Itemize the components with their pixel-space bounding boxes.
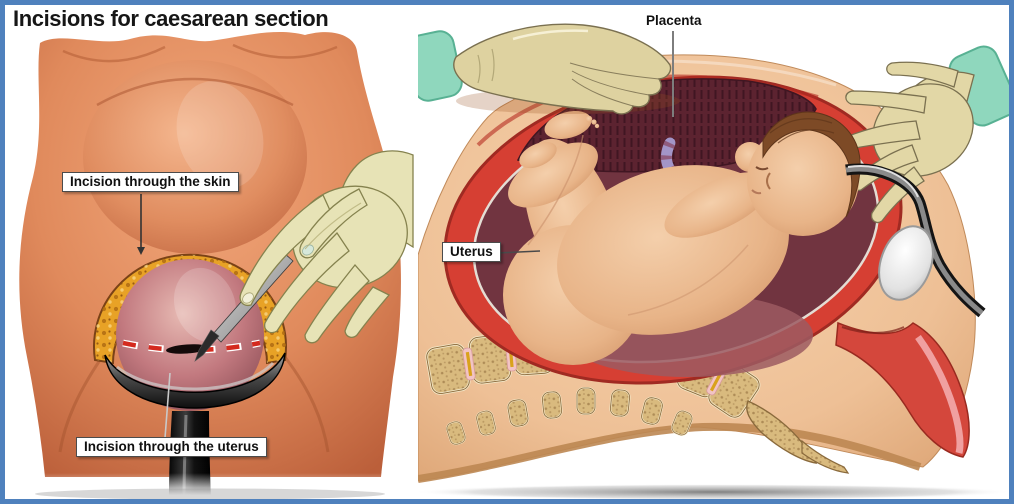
ground-shadow-left [35, 488, 385, 499]
fetus-nose [751, 189, 762, 195]
fetus-arm [664, 172, 772, 238]
label-uterus: Uterus [442, 242, 501, 262]
front-view-illustration [5, 31, 415, 499]
side-view-illustration [418, 23, 1009, 499]
fetus-foot-2 [519, 141, 557, 169]
label-incision-through-uterus: Incision through the uterus [76, 437, 267, 457]
assistant-hand-right [841, 45, 1009, 224]
bottom-fade [5, 473, 415, 499]
fetus-ear [766, 172, 771, 190]
uterus-right-leader-line [496, 250, 541, 254]
uterus-label-leader-line [164, 372, 171, 439]
ground-shadow [418, 484, 1009, 499]
pubic-symphysis [878, 225, 934, 301]
assistant-hand-top [418, 23, 680, 115]
skin-label-leader-line [137, 194, 145, 255]
abdomen-torso [19, 31, 401, 477]
incision-dashed-line [122, 339, 261, 354]
label-placenta: Placenta [646, 13, 702, 28]
skin-incision-opening [93, 253, 287, 411]
fetus-hair [762, 111, 861, 218]
fetus-foot [544, 110, 592, 140]
fetus [503, 110, 861, 365]
page-title: Incisions for caesarean section [13, 6, 329, 31]
back-skin-edge [418, 422, 922, 483]
label-incision-through-skin: Incision through the skin [62, 172, 239, 192]
spine-vertebrae [423, 322, 850, 474]
surgeon-hand-with-scalpel [239, 150, 414, 344]
pregnant-belly [83, 60, 307, 254]
fetus-eye [755, 166, 769, 171]
fetus-head [747, 124, 859, 236]
birth-canal [835, 321, 970, 458]
delivery-retractor [845, 163, 986, 318]
uterus-dome [116, 259, 264, 411]
sacrum [746, 400, 850, 474]
